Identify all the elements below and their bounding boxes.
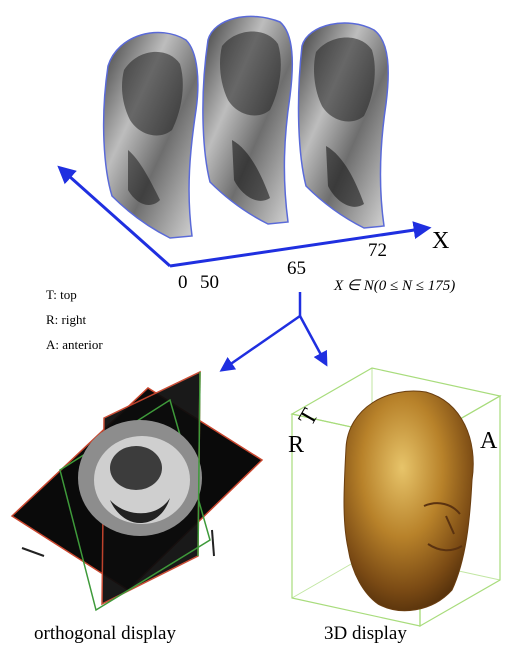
- tick-label-65: 65: [287, 258, 306, 280]
- tick-label-50: 50: [200, 272, 219, 294]
- legend-item-anterior: A: anterior: [46, 337, 103, 353]
- caption-orthogonal-display: orthogonal display: [34, 623, 176, 645]
- tick-label-0: 0: [178, 272, 188, 294]
- sagittal-slice-65: [203, 16, 292, 224]
- legend-item-right: R: right: [46, 312, 86, 328]
- legend-item-top: T: top: [46, 287, 77, 303]
- orientation-label-right: R: [288, 432, 304, 459]
- sagittal-slice-72: [299, 23, 389, 228]
- caption-3d-display: 3D display: [324, 623, 407, 645]
- volume-rendering: [292, 368, 500, 626]
- tick-label-72: 72: [368, 240, 387, 262]
- orientation-label-anterior: A: [480, 428, 497, 455]
- branch-arrows: [222, 292, 326, 370]
- orthogonal-planes: [12, 372, 262, 610]
- sagittal-slice-50: [104, 32, 198, 238]
- slice-range-formula: X ∈ N(0 ≤ N ≤ 175): [334, 276, 455, 295]
- axis-letter-x: X: [432, 228, 449, 255]
